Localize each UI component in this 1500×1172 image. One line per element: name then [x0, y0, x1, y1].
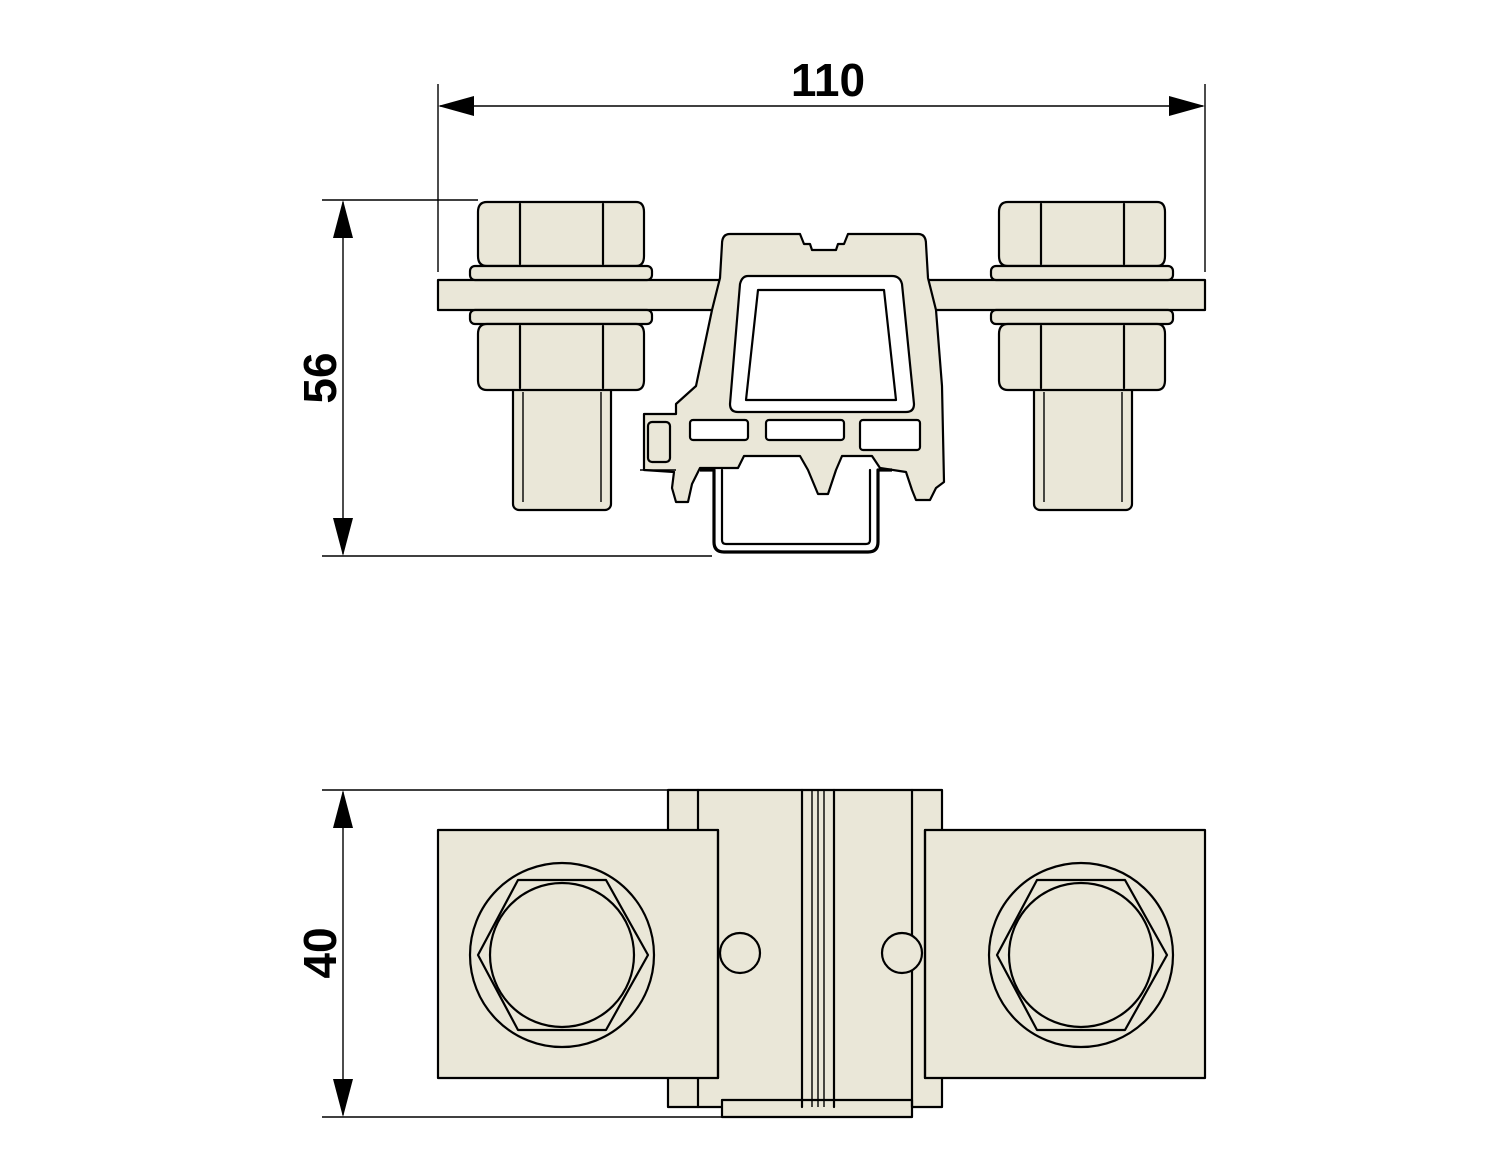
din-rail — [700, 468, 892, 554]
label-window — [728, 274, 916, 414]
marker-slot — [688, 418, 750, 442]
upper-washer — [989, 264, 1175, 282]
latch — [646, 420, 672, 464]
bolt-shank — [511, 380, 613, 512]
pin-left — [718, 931, 762, 975]
marker-slot — [764, 418, 846, 442]
left-plate — [436, 828, 720, 1080]
left-bolt-assembly — [468, 200, 654, 512]
dimension-height-top-label: 40 — [294, 927, 346, 978]
right-plate — [923, 828, 1207, 1080]
dimension-height-side: 56 — [294, 199, 712, 557]
upper-washer — [468, 264, 654, 282]
pin-right — [880, 931, 924, 975]
dimension-height-side-label: 56 — [294, 352, 346, 403]
lower-nut — [476, 322, 646, 392]
dimension-width-label: 110 — [791, 54, 865, 106]
bolt-head — [488, 881, 636, 1029]
dimension-width: 110 — [437, 54, 1206, 272]
bolt-shank — [1032, 380, 1134, 512]
terminal-housing — [640, 232, 946, 504]
side-view: 110 56 — [294, 54, 1207, 557]
lower-washer — [468, 308, 654, 326]
dimension-height-top: 40 — [294, 789, 722, 1118]
top-view: 40 — [294, 788, 1207, 1119]
upper-nut — [997, 200, 1167, 268]
bolt-head — [1007, 881, 1155, 1029]
lower-nut — [997, 322, 1167, 392]
lower-washer — [989, 308, 1175, 326]
right-bolt-assembly — [989, 200, 1175, 512]
upper-nut — [476, 200, 646, 268]
marker-slot — [858, 418, 922, 452]
housing-foot — [720, 1098, 914, 1119]
